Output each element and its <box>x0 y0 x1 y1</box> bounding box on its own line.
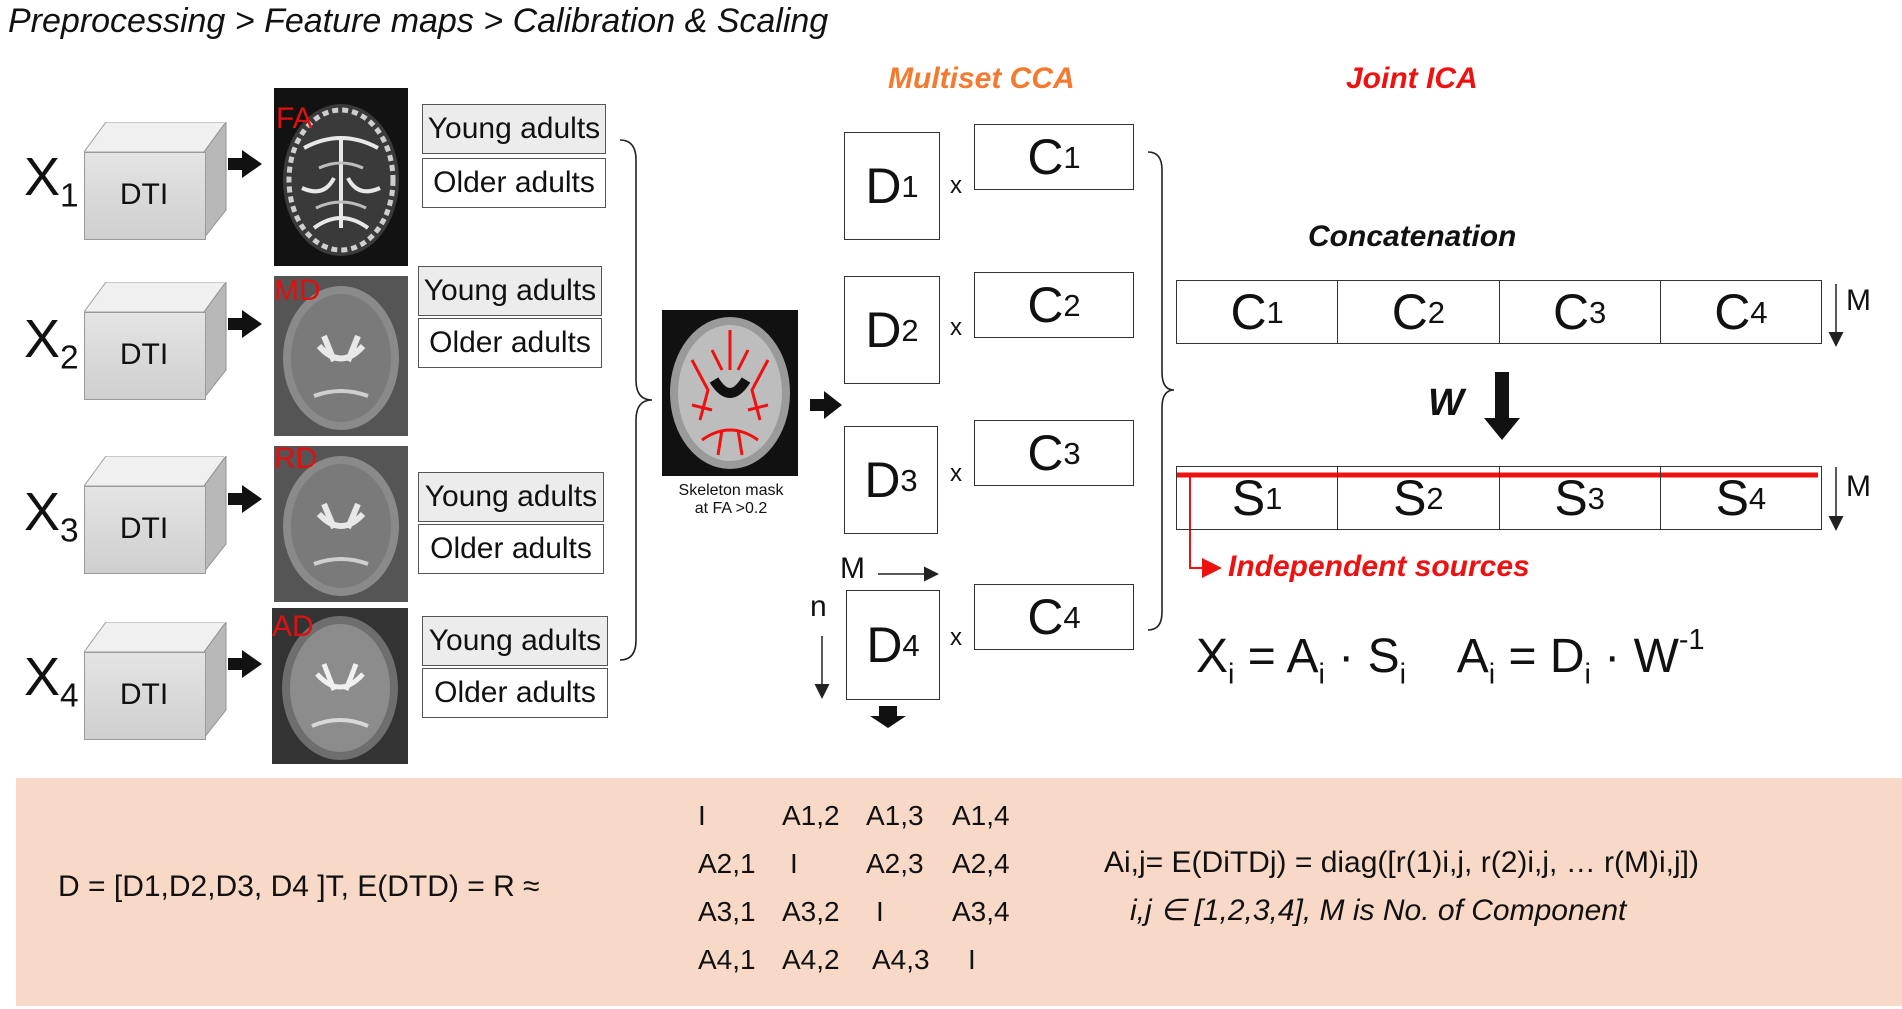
x3-label: X3 <box>24 482 79 550</box>
block-arrow-3 <box>228 485 262 513</box>
older-adults-box-1: Older adults <box>422 158 606 208</box>
fa-brain-map <box>274 88 408 266</box>
c-brace <box>1147 151 1175 631</box>
ad-brain-map <box>272 608 408 764</box>
md-map-label: MD <box>274 274 321 307</box>
dti-cube-2: DTI <box>84 282 227 400</box>
cross-correlation-formula: Ai,j= E(DiTDj) = diag([r(1)i,j, r(2)i,j,… <box>1104 846 1700 879</box>
matrix-cell: I <box>790 848 798 879</box>
matrix-cell: A1,3 <box>866 800 924 831</box>
young-adults-box-3: Young adults <box>418 472 604 522</box>
fa-map-label: FA <box>276 102 313 135</box>
dti-cube-3: DTI <box>84 456 227 574</box>
matrix-cell: A4,3 <box>872 944 930 975</box>
older-adults-box-2: Older adults <box>418 318 602 368</box>
matrix-cell: A3,1 <box>698 896 756 927</box>
matrix-cell: A3,4 <box>952 896 1010 927</box>
older-adults-box-3: Older adults <box>418 524 604 574</box>
times-4: x <box>950 624 962 651</box>
dti-cube-4: DTI <box>84 622 227 740</box>
matrix-cell: I <box>698 800 706 831</box>
correlation-matrix: I A1,2 A1,3 A1,4 A2,1 I A2,3 A2,4 A3,1 A… <box>690 796 1020 992</box>
concat-m-label-2: M <box>1846 470 1871 503</box>
matrix-cell: A1,2 <box>782 800 840 831</box>
dti-cube-1: DTI <box>84 122 227 240</box>
correlation-panel <box>16 778 1902 1006</box>
times-2: x <box>950 314 962 341</box>
matrix-cell: A2,1 <box>698 848 756 879</box>
block-arrow-skeleton <box>810 391 842 419</box>
matrix-cell: I <box>968 944 976 975</box>
rd-brain-map <box>274 446 408 602</box>
multiset-cca-title: Multiset CCA <box>888 62 1075 95</box>
md-brain-map <box>274 276 408 436</box>
concat-m-label-1: M <box>1846 284 1871 317</box>
m-dimension-label: M <box>840 552 865 585</box>
group-brace <box>619 139 653 661</box>
x2-label: X2 <box>24 309 79 377</box>
block-arrow-1 <box>228 150 262 178</box>
w-block-arrow <box>1484 372 1520 440</box>
young-adults-box-4: Young adults <box>422 616 608 666</box>
ad-map-label: AD <box>272 610 314 643</box>
young-adults-box-2: Young adults <box>418 266 602 316</box>
older-adults-box-4: Older adults <box>422 668 608 718</box>
matrix-cell: A4,1 <box>698 944 756 975</box>
skeleton-mask-image <box>662 310 798 476</box>
w-label: W <box>1428 382 1464 424</box>
x4-label: X4 <box>24 647 79 715</box>
matrix-cell: A4,2 <box>782 944 840 975</box>
times-1: x <box>950 172 962 199</box>
rd-map-label: RD <box>274 442 318 475</box>
index-definition: i,j ∈ [1,2,3,4], M is No. of Component <box>1130 894 1627 927</box>
independent-sources-label: Independent sources <box>1228 550 1530 583</box>
matrix-cell: A3,2 <box>782 896 840 927</box>
x1-label: X1 <box>24 147 79 215</box>
correlation-definition: D = [D1,D2,D3, D4 ]T, E(DTD) = R ≈ <box>58 870 540 903</box>
matrix-cell: A2,4 <box>952 848 1010 879</box>
concatenation-title: Concatenation <box>1308 220 1517 253</box>
times-3: x <box>950 460 962 487</box>
young-adults-box-1: Young adults <box>422 104 606 154</box>
block-arrow-down <box>870 706 906 728</box>
matrix-cell: A1,4 <box>952 800 1010 831</box>
block-arrow-4 <box>228 650 262 678</box>
breadcrumb: Preprocessing > Feature maps > Calibrati… <box>8 2 829 40</box>
matrix-cell: I <box>876 896 884 927</box>
joint-ica-title: Joint ICA <box>1346 62 1478 95</box>
mixing-formula: Xi = Ai · Si Ai = Di · W-1 <box>1196 624 1705 691</box>
n-dimension-label: n <box>810 590 827 623</box>
matrix-cell: A2,3 <box>866 848 924 879</box>
block-arrow-2 <box>228 310 262 338</box>
